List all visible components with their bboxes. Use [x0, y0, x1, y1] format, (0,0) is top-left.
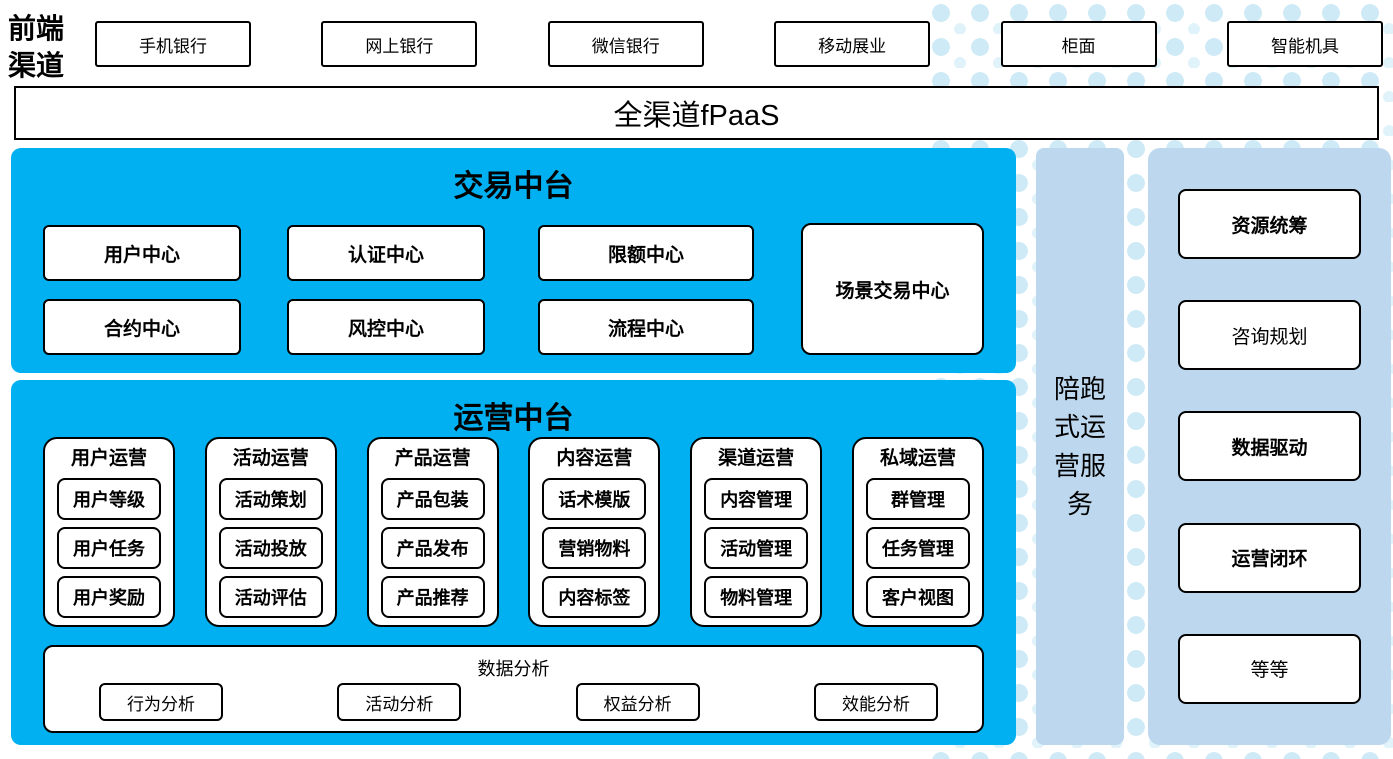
trade-box-auth-center: 认证中心	[287, 225, 485, 281]
channel-box-counter: 柜面	[1000, 21, 1157, 67]
trade-platform-block: 交易中台 用户中心 认证中心 限额中心 合约中心 风控中心 流程中心 场景交易中…	[11, 148, 1016, 373]
group-content-operations: 内容运营 话术模版 营销物料 内容标签	[528, 437, 661, 627]
trade-box-scene-trade-center: 场景交易中心	[801, 223, 984, 355]
group-item-user-task: 用户任务	[57, 527, 161, 569]
analysis-item-benefit: 权益分析	[575, 683, 700, 721]
group-title: 内容运营	[556, 448, 633, 469]
panel-box-operation-loop: 运营闭环	[1178, 522, 1361, 593]
group-item-activity-delivery: 活动投放	[218, 527, 323, 569]
group-item-content-management: 内容管理	[704, 478, 809, 520]
group-user-operations: 用户运营 用户等级 用户任务 用户奖励	[43, 437, 175, 627]
group-item-activity-planning: 活动策划	[218, 478, 323, 520]
channel-box-online-banking: 网上银行	[321, 21, 478, 67]
operation-platform-block: 运营中台 用户运营 用户等级 用户任务 用户奖励 活动运营 活动策划 活动投放 …	[11, 380, 1016, 745]
trade-box-risk-center: 风控中心	[287, 299, 485, 355]
data-analysis-items: 行为分析 活动分析 权益分析 效能分析	[99, 683, 938, 721]
group-channel-operations: 渠道运营 内容管理 活动管理 物料管理	[690, 437, 823, 627]
group-private-domain-operations: 私域运营 群管理 任务管理 客户视图	[851, 437, 984, 627]
panel-box-consulting-planning: 咨询规划	[1178, 300, 1361, 371]
group-item-product-recommend: 产品推荐	[380, 576, 485, 618]
group-item-content-tag: 内容标签	[542, 576, 647, 618]
trade-platform-title: 交易中台	[453, 169, 574, 204]
trade-box-user-center: 用户中心	[43, 225, 241, 281]
group-item-activity-evaluation: 活动评估	[218, 576, 323, 618]
group-title: 用户运营	[70, 448, 147, 469]
analysis-item-activity: 活动分析	[337, 683, 462, 721]
accompanying-service-bar: 陪跑式运营服务	[1036, 148, 1124, 745]
group-item-group-management: 群管理	[865, 478, 970, 520]
group-item-activity-management: 活动管理	[704, 527, 809, 569]
group-title: 私域运营	[879, 448, 956, 469]
group-title: 产品运营	[394, 448, 471, 469]
group-item-product-release: 产品发布	[380, 527, 485, 569]
group-title: 渠道运营	[718, 448, 795, 469]
data-analysis-title: 数据分析	[477, 659, 550, 679]
channel-box-wechat-banking: 微信银行	[547, 21, 704, 67]
operation-groups-row: 用户运营 用户等级 用户任务 用户奖励 活动运营 活动策划 活动投放 活动评估 …	[43, 437, 984, 627]
channel-box-smart-devices: 智能机具	[1226, 21, 1383, 67]
service-panel: 资源统筹 咨询规划 数据驱动 运营闭环 等等	[1148, 148, 1391, 745]
data-analysis-container: 数据分析 行为分析 活动分析 权益分析 效能分析	[43, 645, 984, 733]
analysis-item-behavior: 行为分析	[99, 683, 223, 721]
trade-box-contract-center: 合约中心	[43, 299, 241, 355]
group-item-product-packaging: 产品包装	[380, 478, 485, 520]
fpaas-bar: 全渠道fPaaS	[14, 86, 1379, 140]
trade-box-quota-center: 限额中心	[538, 225, 754, 281]
group-item-task-management: 任务管理	[865, 527, 970, 569]
group-item-user-level: 用户等级	[57, 478, 161, 520]
panel-box-resource-coordination: 资源统筹	[1178, 189, 1361, 260]
trade-box-process-center: 流程中心	[538, 299, 754, 355]
channel-box-mobile-banking: 手机银行	[95, 21, 251, 67]
group-item-material-management: 物料管理	[704, 576, 809, 618]
operation-platform-title: 运营中台	[453, 401, 574, 436]
panel-box-data-driven: 数据驱动	[1178, 411, 1361, 482]
panel-box-etc: 等等	[1178, 633, 1361, 704]
group-activity-operations: 活动运营 活动策划 活动投放 活动评估	[204, 437, 337, 627]
group-item-script-template: 话术模版	[542, 478, 647, 520]
group-item-marketing-material: 营销物料	[542, 527, 647, 569]
channel-box-mobile-outreach: 移动展业	[774, 21, 931, 67]
analysis-item-efficiency: 效能分析	[813, 683, 938, 721]
group-title: 活动运营	[232, 448, 309, 469]
group-product-operations: 产品运营 产品包装 产品发布 产品推荐	[366, 437, 499, 627]
front-channels-label: 前端渠道	[8, 12, 65, 83]
front-channels-row: 手机银行 网上银行 微信银行 移动展业 柜面 智能机具	[95, 21, 1383, 67]
accompanying-service-label: 陪跑式运营服务	[1053, 373, 1106, 519]
group-item-customer-view: 客户视图	[865, 576, 970, 618]
group-item-user-reward: 用户奖励	[57, 576, 161, 618]
